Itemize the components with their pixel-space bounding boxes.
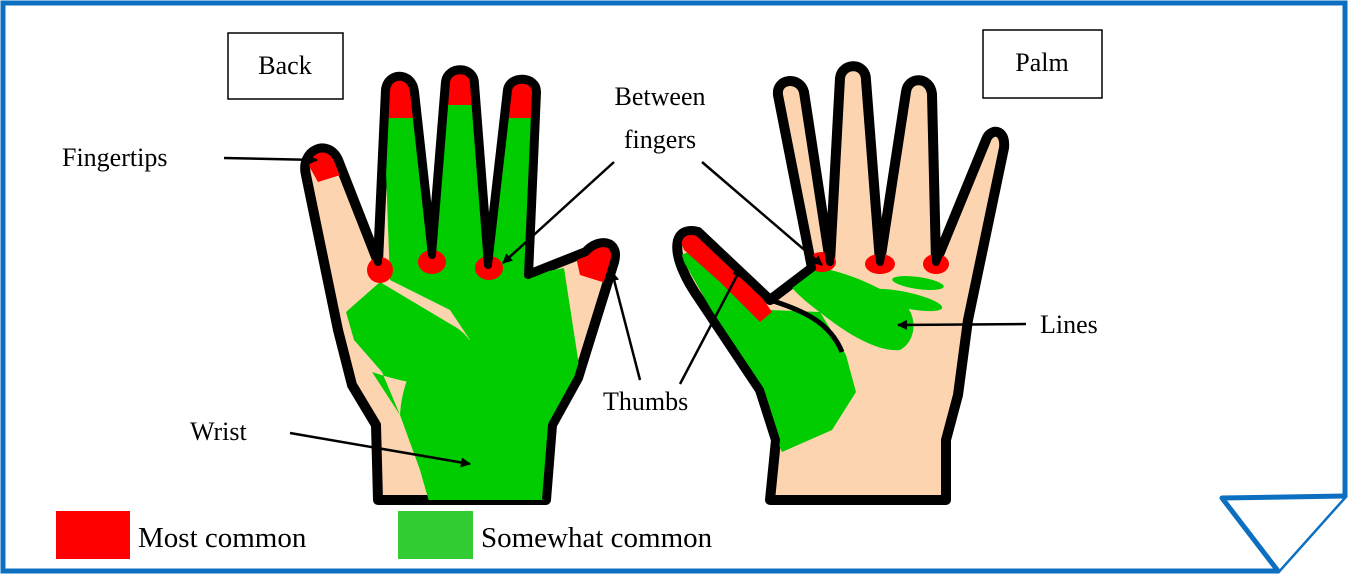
- back-title: Back: [258, 51, 311, 80]
- lines-label: Lines: [1040, 310, 1098, 339]
- legend-swatch-most-common: [56, 511, 130, 559]
- lines-arrow: [898, 324, 1026, 325]
- fingertips-label: Fingertips: [62, 143, 167, 172]
- legend-swatch-somewhat-common: [398, 511, 473, 559]
- thumbs-label: Thumbs: [603, 387, 688, 416]
- wrist-label: Wrist: [190, 417, 247, 446]
- between-fingers-label-1: Between: [615, 82, 706, 111]
- palm-title: Palm: [1015, 48, 1068, 77]
- between-fingers-label-2: fingers: [624, 125, 696, 154]
- back-title-box: Back: [228, 33, 343, 99]
- legend-label-most-common: Most common: [138, 522, 307, 554]
- palm-title-box: Palm: [983, 30, 1102, 98]
- legend-label-somewhat-common: Somewhat common: [481, 522, 713, 554]
